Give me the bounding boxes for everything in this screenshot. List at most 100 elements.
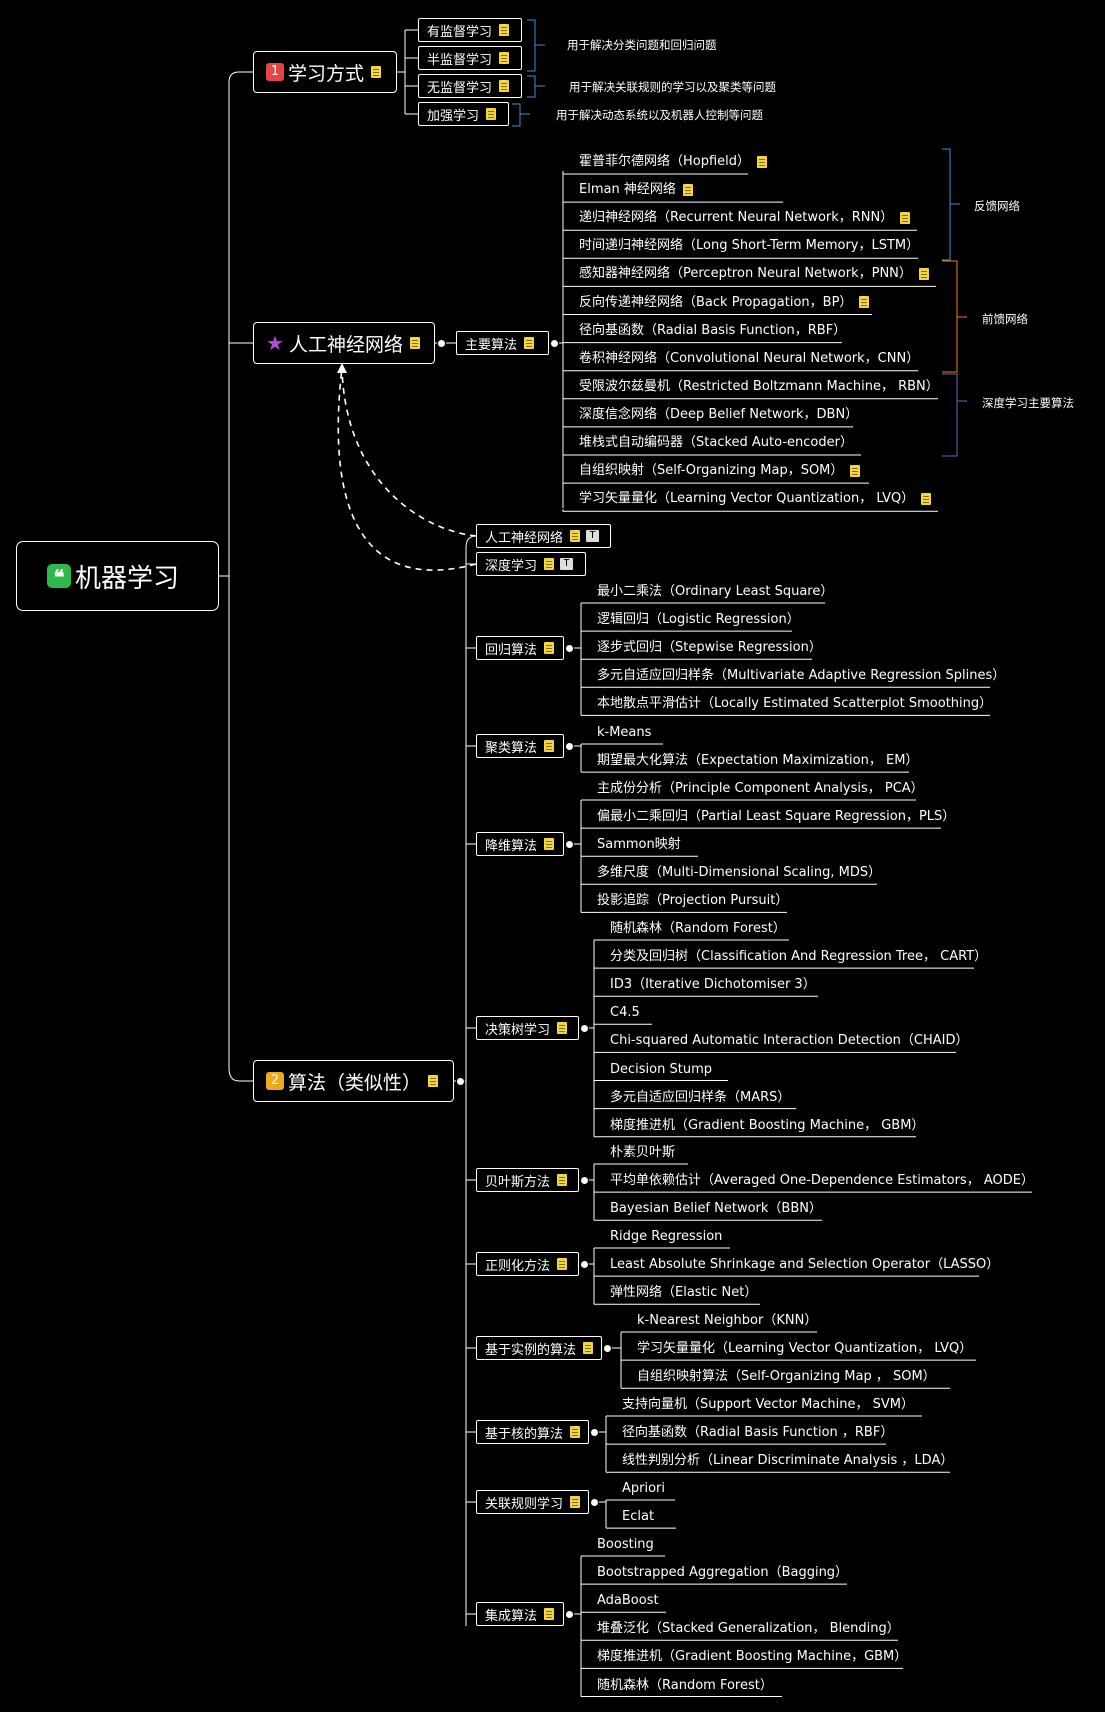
collapse-toggle[interactable] xyxy=(565,1610,574,1619)
algorithm-item[interactable]: C4.5 xyxy=(610,1004,640,1022)
category-4[interactable]: 决策树学习 xyxy=(476,1016,579,1040)
note-icon[interactable] xyxy=(583,1342,594,1354)
note-icon[interactable] xyxy=(921,492,932,505)
collapse-toggle[interactable] xyxy=(565,742,574,751)
topic-learning-method[interactable]: 1 学习方式 xyxy=(253,51,397,93)
ann-algorithm-item[interactable]: 霍普菲尔德网络（Hopfield） xyxy=(579,153,768,171)
algorithm-item[interactable]: 期望最大化算法（Expectation Maximization， EM） xyxy=(597,752,918,770)
learning-unsupervised[interactable]: 无监督学习 xyxy=(418,74,522,98)
algorithm-item[interactable]: 平均单依赖估计（Averaged One-Dependence Estimato… xyxy=(610,1172,1034,1190)
algorithm-item[interactable]: 随机森林（Random Forest） xyxy=(610,920,786,938)
ann-algorithm-item[interactable]: 递归神经网络（Recurrent Neural Network，RNN） xyxy=(579,209,911,227)
collapse-toggle[interactable] xyxy=(580,1260,589,1269)
topic-algorithms[interactable]: 2 算法（类似性） xyxy=(253,1060,454,1102)
collapse-toggle[interactable] xyxy=(456,1077,465,1086)
note-icon[interactable] xyxy=(682,183,693,196)
note-icon[interactable] xyxy=(557,1258,568,1270)
algorithm-item[interactable]: 堆叠泛化（Stacked Generalization， Blending） xyxy=(597,1620,900,1638)
note-icon[interactable] xyxy=(918,267,929,280)
algorithm-item[interactable]: 梯度推进机（Gradient Boosting Machine，GBM） xyxy=(597,1648,907,1666)
ann-algorithm-item[interactable]: 反向传递神经网络（Back Propagation，BP） xyxy=(579,294,870,312)
note-icon[interactable] xyxy=(486,108,497,120)
algorithm-item[interactable]: 主成份分析（Principle Component Analysis， PCA） xyxy=(597,780,924,798)
algorithm-item[interactable]: 多元自适应回归样条（Multivariate Adaptive Regressi… xyxy=(597,667,1005,685)
category-10[interactable]: 集成算法 xyxy=(476,1602,564,1626)
note-icon[interactable] xyxy=(544,558,555,570)
ann-algorithm-item[interactable]: Elman 神经网络 xyxy=(579,181,693,199)
algorithm-item[interactable]: Boosting xyxy=(597,1536,654,1554)
note-icon[interactable] xyxy=(409,337,420,349)
note-icon[interactable] xyxy=(900,211,911,224)
category-9[interactable]: 关联规则学习 xyxy=(476,1490,589,1514)
algorithm-item[interactable]: 梯度推进机（Gradient Boosting Machine， GBM） xyxy=(610,1117,924,1135)
note-icon[interactable] xyxy=(850,464,861,477)
ann-algorithm-item[interactable]: 感知器神经网络（Perceptron Neural Network，PNN） xyxy=(579,265,929,283)
collapse-toggle[interactable] xyxy=(580,1024,589,1033)
algorithm-item[interactable]: Decision Stump xyxy=(610,1061,712,1079)
note-icon[interactable] xyxy=(557,1174,568,1186)
algorithm-item[interactable]: k-Means xyxy=(597,724,651,742)
ann-algorithm-item[interactable]: 深度信念网络（Deep Belief Network，DBN） xyxy=(579,406,858,424)
category-3[interactable]: 降维算法 xyxy=(476,832,564,856)
note-icon[interactable] xyxy=(570,530,581,542)
note-icon[interactable] xyxy=(757,155,768,168)
note-icon[interactable] xyxy=(570,1496,581,1508)
category-1[interactable]: 回归算法 xyxy=(476,636,564,660)
learning-reinforcement[interactable]: 加强学习 xyxy=(418,102,509,126)
algorithm-item[interactable]: 投影追踪（Projection Pursuit） xyxy=(597,892,788,910)
ann-algorithm-item[interactable]: 卷积神经网络（Convolutional Neural Network，CNN） xyxy=(579,350,919,368)
note-icon[interactable] xyxy=(499,52,510,64)
learning-supervised[interactable]: 有监督学习 xyxy=(418,18,522,42)
algorithm-item[interactable]: 随机森林（Random Forest） xyxy=(597,1677,773,1695)
note-icon[interactable] xyxy=(557,1022,568,1034)
note-icon[interactable] xyxy=(428,1075,439,1087)
algorithm-item[interactable]: 支持向量机（Support Vector Machine， SVM） xyxy=(622,1396,914,1414)
category-8[interactable]: 基于核的算法 xyxy=(476,1420,589,1444)
collapse-toggle[interactable] xyxy=(590,1428,599,1437)
topic-link-icon[interactable]: T xyxy=(586,530,600,542)
algorithm-item[interactable]: 弹性网络（Elastic Net） xyxy=(610,1284,757,1302)
category-7[interactable]: 基于实例的算法 xyxy=(476,1336,602,1360)
algorithm-item[interactable]: AdaBoost xyxy=(597,1592,659,1610)
collapse-toggle[interactable] xyxy=(603,1344,612,1353)
algorithm-item[interactable]: 本地散点平滑估计（Locally Estimated Scatterplot S… xyxy=(597,695,992,713)
algorithm-item[interactable]: Least Absolute Shrinkage and Selection O… xyxy=(610,1256,999,1274)
collapse-toggle[interactable] xyxy=(565,840,574,849)
algorithm-item[interactable]: Ridge Regression xyxy=(610,1228,722,1246)
collapse-toggle[interactable] xyxy=(565,644,574,653)
note-icon[interactable] xyxy=(499,24,510,36)
algorithm-item[interactable]: Bayesian Belief Network（BBN） xyxy=(610,1200,822,1218)
collapse-toggle[interactable] xyxy=(580,1176,589,1185)
algorithm-item[interactable]: k-Nearest Neighbor（KNN） xyxy=(637,1312,817,1330)
algorithm-item[interactable]: 最小二乘法（Ordinary Least Square） xyxy=(597,583,833,601)
algorithm-item[interactable]: Chi-squared Automatic Interaction Detect… xyxy=(610,1032,969,1050)
topic-ann[interactable]: ★ 人工神经网络 xyxy=(253,322,435,364)
ann-algorithm-item[interactable]: 受限波尔兹曼机（Restricted Boltzmann Machine， RB… xyxy=(579,378,939,396)
note-icon[interactable] xyxy=(524,337,535,349)
ann-algorithm-item[interactable]: 时间递归神经网络（Long Short-Term Memory，LSTM） xyxy=(579,237,919,255)
learning-semi-supervised[interactable]: 半监督学习 xyxy=(418,46,522,70)
algorithm-item[interactable]: 线性判别分析（Linear Discriminate Analysis ，LDA… xyxy=(622,1452,953,1470)
note-icon[interactable] xyxy=(544,838,555,850)
algorithm-item[interactable]: 分类及回归树（Classification And Regression Tre… xyxy=(610,948,987,966)
note-icon[interactable] xyxy=(544,642,555,654)
ann-main-algorithms[interactable]: 主要算法 xyxy=(456,331,549,355)
ann-algorithm-item[interactable]: 自组织映射（Self-Organizing Map，SOM） xyxy=(579,462,861,480)
note-icon[interactable] xyxy=(544,740,555,752)
ann-algorithm-item[interactable]: 径向基函数（Radial Basis Function，RBF） xyxy=(579,322,846,340)
algorithm-item[interactable]: 学习矢量量化（Learning Vector Quantization， LVQ… xyxy=(637,1340,972,1358)
algorithm-item[interactable]: Eclat xyxy=(622,1508,654,1526)
note-icon[interactable] xyxy=(371,66,382,78)
link-deep-learning[interactable]: 深度学习 T xyxy=(476,552,586,576)
category-6[interactable]: 正则化方法 xyxy=(476,1252,579,1276)
algorithm-item[interactable]: 偏最小二乘回归（Partial Least Square Regression，… xyxy=(597,808,955,826)
root-topic[interactable]: ❝ 机器学习 xyxy=(16,541,219,611)
category-5[interactable]: 贝叶斯方法 xyxy=(476,1168,579,1192)
note-icon[interactable] xyxy=(544,1608,555,1620)
collapse-toggle[interactable] xyxy=(437,339,446,348)
algorithm-item[interactable]: 逻辑回归（Logistic Regression） xyxy=(597,611,800,629)
algorithm-item[interactable]: ID3（Iterative Dichotomiser 3） xyxy=(610,976,816,994)
collapse-toggle[interactable] xyxy=(590,1498,599,1507)
algorithm-item[interactable]: Apriori xyxy=(622,1480,665,1498)
note-icon[interactable] xyxy=(570,1426,581,1438)
